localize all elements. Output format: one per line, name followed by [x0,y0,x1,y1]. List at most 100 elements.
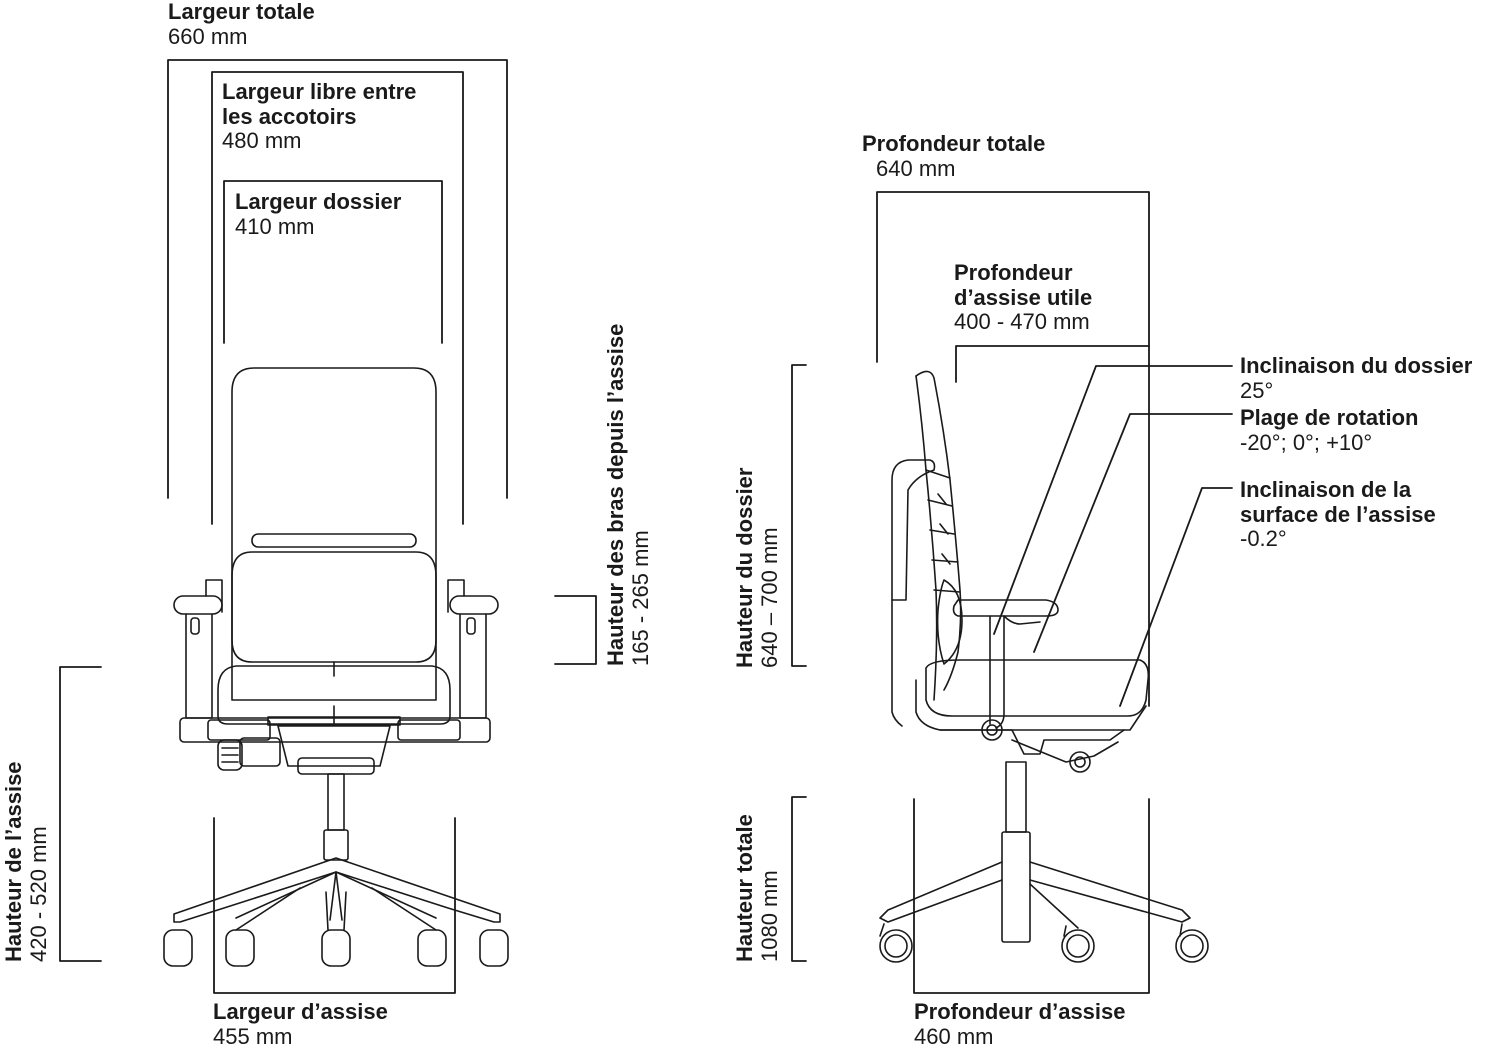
side-dimension-lines [791,191,1233,994]
side-caster-right [1175,929,1209,963]
usable-depth-value: 400 - 470 mm [954,309,1090,335]
front-seat-frame-left-block [207,719,271,741]
label-arm-height: Hauteur des bras depuis l’assise 165 - 2… [603,324,653,666]
overall-width-bracket [167,59,508,499]
front-column-sleeve [323,829,349,861]
armrest-clearance-title-1: Largeur libre entre [222,79,417,104]
front-dimension-lines [59,59,597,994]
front-gas-column [327,773,345,831]
side-caster-forks [879,923,1183,937]
backrest-tilt-leader [993,365,1233,635]
front-right-arm-top [447,579,465,613]
chair-front-view [163,367,509,967]
arm-height-bracket [554,595,597,665]
side-rear-frame-lower [891,599,903,727]
total-height-bracket [791,796,807,962]
label-backrest-height: Hauteur du dossier 640 – 700 mm [732,468,782,668]
front-seat-cushion [217,665,451,725]
side-gas-column [1005,761,1027,833]
seat-surface-tilt-title-2: surface de l’assise [1240,501,1436,527]
seat-depth-value: 460 mm [914,1023,994,1049]
side-backrest-slots [937,493,951,565]
label-seat-surface-tilt: Inclinaison de la surface de l’assise -0… [1240,477,1436,552]
side-tilt-knob-inner [986,724,998,736]
side-caster-center-hub [1066,934,1090,958]
side-height-knob [1069,751,1091,773]
seat-width-value: 455 mm [213,1023,293,1049]
label-seat-height: Hauteur de l’assise 420 - 520 mm [1,761,51,962]
side-base-front-leg [1029,883,1079,929]
seat-width-bracket [213,817,456,994]
usable-depth-bracket [955,345,1150,383]
front-seat-frame-right-block [397,719,461,741]
label-overall-width: Largeur totale 660 mm [168,0,315,49]
rotation-range-value: -20°; 0°; +10° [1240,429,1373,455]
label-armrest-clearance: Largeur libre entre les accotoirs 480 mm [222,79,417,154]
backrest-tilt-title: Inclinaison du dossier [1240,353,1473,378]
overall-depth-value: 640 mm [876,155,956,181]
front-right-arm-slot [466,617,476,635]
front-base-star [173,857,501,923]
side-caster-right-hub [1180,934,1204,958]
side-base [879,861,1191,923]
front-base-leg-spokes [235,887,437,931]
front-base-legs-inner [235,871,437,921]
seat-surface-tilt-title-1: Inclinaison de la [1240,477,1412,502]
label-seat-depth: Profondeur d’assise 460 mm [914,999,1126,1049]
label-seat-width: Largeur d’assise 455 mm [213,999,388,1049]
side-arm-column [989,615,1005,729]
seat-surface-tilt-value: -0.2° [1240,526,1287,552]
label-overall-depth: Profondeur totale 640 mm [862,131,1046,181]
front-right-arm-column [459,613,487,719]
usable-depth-title-1: Profondeur [954,260,1073,285]
seat-height-title: Hauteur de l’assise [1,761,26,962]
side-backrest-front [915,370,962,691]
side-height-knob-inner [1074,756,1086,768]
front-left-armpad [173,595,223,615]
side-caster-left [879,929,913,963]
overall-width-title: Largeur totale [168,0,315,24]
backrest-width-title: Largeur dossier [235,189,402,214]
front-left-arm-slot [190,617,200,635]
backrest-height-value: 640 – 700 mm [756,527,782,668]
overall-depth-bracket [876,191,1150,365]
side-caster-center [1061,929,1095,963]
front-mechanism-knob-arm [239,737,281,767]
front-backrest-bar [251,533,417,548]
rotation-range-leader [1033,413,1233,653]
front-seat-plate [267,716,401,726]
seat-depth-title: Profondeur d’assise [914,999,1126,1024]
side-rear-frame [891,459,936,601]
armrest-clearance-bracket [211,71,464,525]
armrest-clearance-title-2: les accotoirs [222,103,357,129]
rotation-range-title: Plage de rotation [1240,405,1419,430]
side-arm-support [1003,615,1041,625]
front-mechanism-housing [277,725,391,767]
seat-height-bracket [59,666,102,962]
front-backrest-outline [231,367,437,701]
side-mechanism-lower [1011,739,1119,763]
side-backrest-ribs [925,469,961,593]
side-column-sleeve [1001,831,1031,943]
seat-surface-tilt-leader [1119,487,1233,707]
front-mechanism-knob [217,739,243,771]
side-tilt-knob [981,719,1003,741]
total-height-title: Hauteur totale [732,814,757,962]
overall-depth-title: Profondeur totale [862,131,1046,156]
side-armpad [952,599,1059,617]
backrest-tilt-value: 25° [1240,377,1274,403]
armrest-clearance-value: 480 mm [222,128,302,154]
seat-depth-bracket [913,798,1150,994]
label-rotation-range: Plage de rotation -20°; 0°; +10° [1240,405,1419,455]
backrest-height-bracket [791,364,807,667]
backrest-width-value: 410 mm [235,213,315,239]
label-usable-depth: Profondeur d’assise utile 400 - 470 mm [954,260,1092,335]
side-seat-shell [915,679,1147,731]
label-total-height: Hauteur totale 1080 mm [732,814,782,962]
side-mechanism [939,729,1125,755]
front-casters [163,929,509,967]
side-lumbar [936,579,963,665]
overall-width-value: 660 mm [168,23,248,49]
